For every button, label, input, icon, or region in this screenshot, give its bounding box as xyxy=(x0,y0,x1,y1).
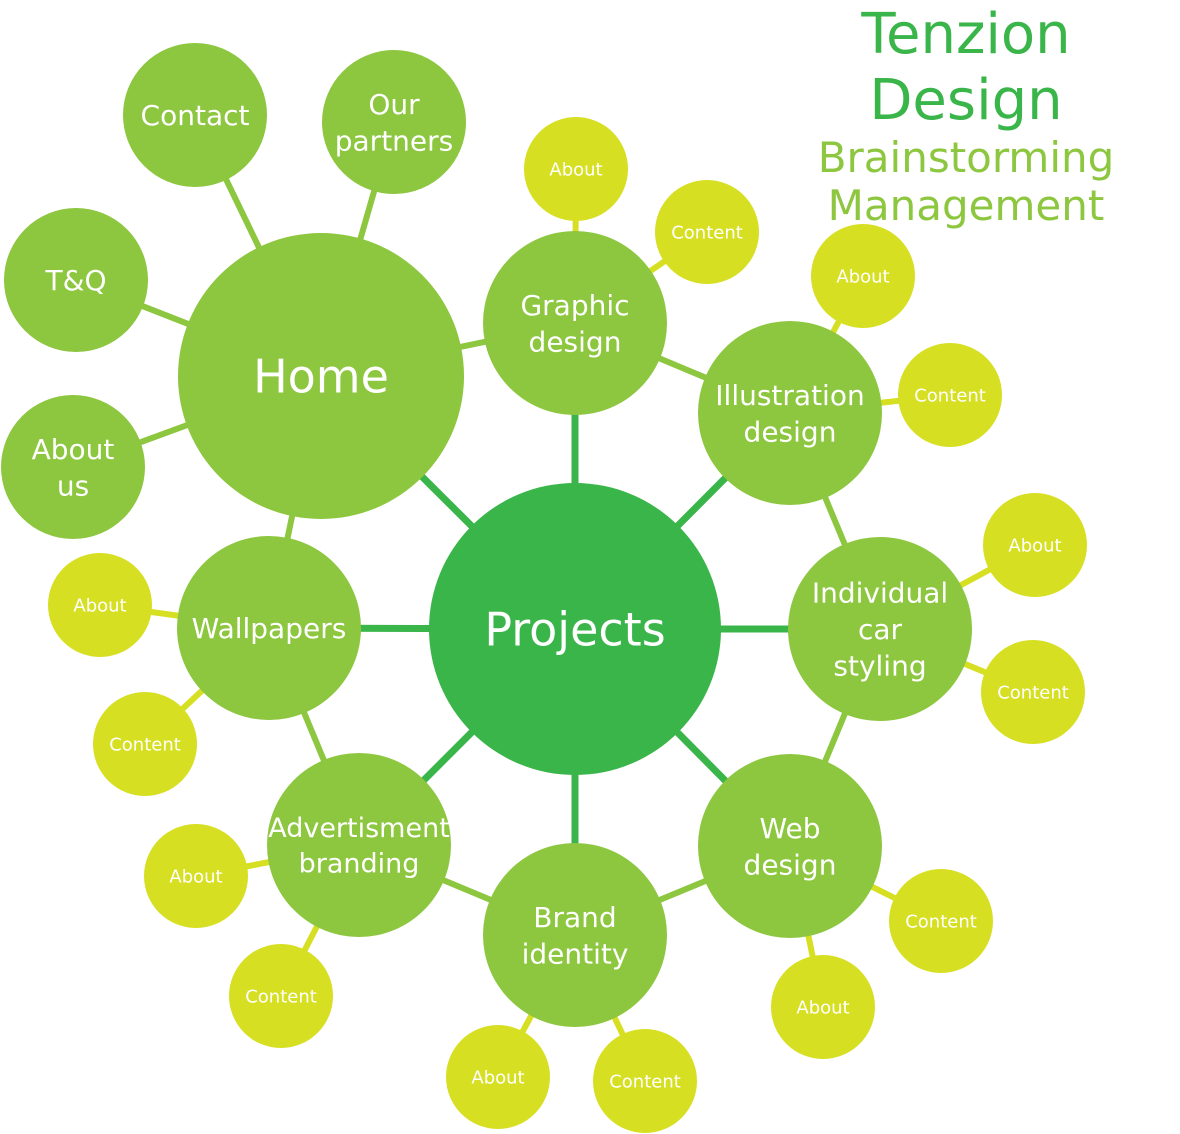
node-circle xyxy=(123,43,267,187)
node-circle xyxy=(48,553,152,657)
title-main: Tenzion Design xyxy=(861,2,1071,133)
title-subtitle-line2: Management xyxy=(827,181,1105,230)
node-circle xyxy=(811,224,915,328)
node-label: Content xyxy=(671,222,743,243)
node-label: Wallpapers xyxy=(192,612,347,645)
node-label: Advertisment xyxy=(268,813,450,844)
node-label: About xyxy=(73,595,126,616)
node-a-content: Content xyxy=(229,944,333,1048)
node-wallp: Wallpapers xyxy=(177,536,361,720)
node-circle xyxy=(698,321,882,505)
node-circle xyxy=(898,343,1002,447)
node-label: Our xyxy=(368,88,420,121)
node-label: design xyxy=(744,415,837,448)
node-b-content: Content xyxy=(593,1029,697,1133)
node-wp-about: About xyxy=(48,553,152,657)
node-label: About xyxy=(836,266,889,287)
node-circle xyxy=(322,50,466,194)
node-i-about: About xyxy=(811,224,915,328)
node-label: Content xyxy=(905,911,977,932)
node-label: Individual xyxy=(812,577,948,610)
node-g-content: Content xyxy=(655,180,759,284)
node-label: Illustration xyxy=(715,379,864,412)
node-g-about: About xyxy=(524,117,628,221)
node-circle xyxy=(483,843,667,1027)
node-b-about: About xyxy=(446,1025,550,1129)
node-circle xyxy=(178,233,464,519)
node-label: identity xyxy=(522,937,629,970)
node-label: Content xyxy=(914,385,986,406)
node-label: us xyxy=(57,469,89,502)
node-label: About xyxy=(549,159,602,180)
node-circle xyxy=(524,117,628,221)
node-i-content: Content xyxy=(898,343,1002,447)
node-home: Home xyxy=(178,233,464,519)
node-circle xyxy=(1,395,145,539)
node-label: Content xyxy=(997,682,1069,703)
node-circle xyxy=(788,537,972,721)
node-projects: Projects xyxy=(429,483,721,775)
node-label: About xyxy=(1008,535,1061,556)
node-circle xyxy=(144,824,248,928)
node-label: Brand xyxy=(533,901,616,934)
node-w-content: Content xyxy=(889,869,993,973)
node-label: About xyxy=(32,433,115,466)
node-label: styling xyxy=(833,649,926,682)
node-circle xyxy=(446,1025,550,1129)
node-in-about: About xyxy=(983,493,1087,597)
node-label: Contact xyxy=(141,99,250,132)
node-label: Content xyxy=(609,1071,681,1092)
node-label: partners xyxy=(335,124,454,157)
node-circle xyxy=(655,180,759,284)
node-label: Projects xyxy=(484,603,665,657)
title-block: Tenzion Design Brainstorming Management xyxy=(756,2,1176,230)
node-wp-content: Content xyxy=(93,692,197,796)
node-circle xyxy=(983,493,1087,597)
node-label: branding xyxy=(299,848,420,879)
node-label: Web xyxy=(759,812,820,845)
node-label: T&Q xyxy=(45,264,107,297)
node-label: Graphic xyxy=(520,289,629,322)
node-label: car xyxy=(858,613,903,646)
node-w-about: About xyxy=(771,955,875,1059)
node-circle xyxy=(267,753,451,937)
node-label: Home xyxy=(253,350,389,404)
node-circle xyxy=(177,536,361,720)
node-circle xyxy=(483,231,667,415)
node-label: About xyxy=(796,997,849,1018)
node-label: Content xyxy=(109,734,181,755)
node-circle xyxy=(889,869,993,973)
node-circle xyxy=(593,1029,697,1133)
node-circle xyxy=(4,208,148,352)
node-label: Content xyxy=(245,986,317,1007)
node-advert: Advertisment branding xyxy=(267,753,451,937)
title-subtitle-line1: Brainstorming xyxy=(817,133,1115,182)
node-circle xyxy=(429,483,721,775)
node-tq: T&Q xyxy=(4,208,148,352)
node-circle xyxy=(698,754,882,938)
node-circle xyxy=(981,640,1085,744)
node-circle xyxy=(771,955,875,1059)
node-a-about: About xyxy=(144,824,248,928)
node-label: About xyxy=(169,866,222,887)
node-label: design xyxy=(744,848,837,881)
node-circle xyxy=(229,944,333,1048)
node-contact: Contact xyxy=(123,43,267,187)
node-label: About xyxy=(471,1067,524,1088)
node-in-content: Content xyxy=(981,640,1085,744)
node-circle xyxy=(93,692,197,796)
node-label: design xyxy=(529,325,622,358)
